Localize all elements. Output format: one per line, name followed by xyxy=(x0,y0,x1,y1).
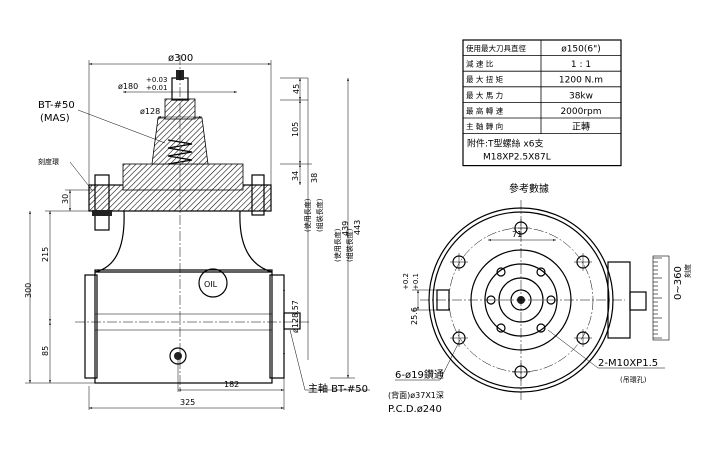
dim-215: 215 xyxy=(41,247,50,262)
dim-325: 325 xyxy=(180,398,195,407)
main-block xyxy=(94,269,273,384)
bt50-mas-label: BT-#50 xyxy=(38,100,75,111)
tap-purpose: (吊環孔) xyxy=(620,376,647,384)
spindle-bt50-label: 主軸 BT-#50 xyxy=(308,382,368,395)
holes-note: 6-ø19鑽通 xyxy=(395,368,444,381)
attachment-line-1: 附件:T型螺絲 x6支 xyxy=(467,138,543,150)
use-length-label-2: (使用長度) xyxy=(333,228,342,262)
reference-data-title: 參考數據 xyxy=(509,182,549,195)
upper-housing xyxy=(122,163,244,191)
dim-105: 105 xyxy=(291,122,300,137)
spec-label: 最 高 轉 速 xyxy=(466,105,504,115)
indicator-knob xyxy=(629,291,647,311)
neck-body xyxy=(94,210,273,273)
dim-dia-128-57: ø128.57 xyxy=(291,300,300,333)
front-view: OIL ø300 ø180 +0.03 +0.01 ø128 BT-#50 (M… xyxy=(24,53,370,410)
spec-value: 1 : 1 xyxy=(571,60,591,70)
right-bolt xyxy=(251,174,265,216)
tol-0-1: +0.1 xyxy=(412,273,420,290)
dim-dia-180: ø180 xyxy=(118,82,138,91)
angle-unit: 刻度 xyxy=(683,264,692,278)
tol-0-2: +0.2 xyxy=(402,273,410,290)
oil-label: OIL xyxy=(204,280,218,289)
assembly-length-label-2: (組裝長度) xyxy=(345,228,354,262)
spec-value: ø150(6") xyxy=(561,45,601,55)
spec-table: 使用最大刀具直徑 ø150(6") 減 速 比 1 : 1 最 大 扭 矩 1200 N.… xyxy=(462,39,622,167)
dim-443: 443 xyxy=(353,220,362,235)
dim-439: 439 xyxy=(341,221,350,236)
spec-label: 減 速 比 xyxy=(466,59,494,69)
dim-182: 182 xyxy=(224,380,239,389)
tap-note: 2-M10XP1.5 xyxy=(598,358,658,369)
spec-value: 38kw xyxy=(569,91,593,101)
attachment-line-2: M18XP2.5X87L xyxy=(483,153,551,163)
spec-label: 最 大 馬 力 xyxy=(466,90,503,100)
mas-label: (MAS) xyxy=(40,113,70,124)
dim-300: 300 xyxy=(24,283,33,298)
spec-value: 2000rpm xyxy=(560,107,601,117)
inner-hole xyxy=(496,267,506,277)
left-slot xyxy=(436,289,450,311)
use-length-label: (使用長度) xyxy=(303,198,312,232)
angle-range: 0~360 xyxy=(673,266,684,300)
dim-38: 38 xyxy=(310,173,319,183)
dim-dia-128: ø128 xyxy=(140,107,160,116)
spec-label: 使用最大刀具直徑 xyxy=(466,43,526,53)
dim-25-6: 25.6 xyxy=(410,307,419,325)
left-end-plate xyxy=(84,274,98,379)
counterbore-note: (背面)ø37X1深 xyxy=(388,390,444,400)
inner-hole xyxy=(486,295,496,305)
inner-hole xyxy=(536,267,546,277)
tol-lower: +0.01 xyxy=(146,84,167,92)
spec-value: 1200 N.m xyxy=(559,76,603,86)
dim-71: 71 xyxy=(512,230,522,239)
dim-34: 34 xyxy=(291,171,300,181)
dim-30: 30 xyxy=(61,194,70,204)
dim-dia-300: ø300 xyxy=(168,53,193,64)
spec-label: 最 大 扭 矩 xyxy=(466,74,504,84)
inner-hole xyxy=(536,323,546,333)
assembly-length-label: (組裝長度) xyxy=(315,198,324,232)
inner-hole xyxy=(496,323,506,333)
spec-value: 正轉 xyxy=(572,121,590,133)
side-view: 0~360 刻度 71 25.6 +0.2 +0.1 6-ø19鑽通 (背面)ø… xyxy=(388,200,692,415)
dim-45: 45 xyxy=(292,84,301,94)
left-bolt xyxy=(94,174,110,231)
spring xyxy=(167,139,193,165)
dim-85: 85 xyxy=(41,346,50,356)
tol-upper: +0.03 xyxy=(146,76,167,84)
pcd-note: P.C.D.ø240 xyxy=(388,404,442,415)
inner-hole xyxy=(546,295,556,305)
oil-window xyxy=(198,268,228,298)
spec-label: 主 軸 轉 向 xyxy=(466,121,503,131)
scale-ring-label: 刻度環 xyxy=(38,157,59,166)
